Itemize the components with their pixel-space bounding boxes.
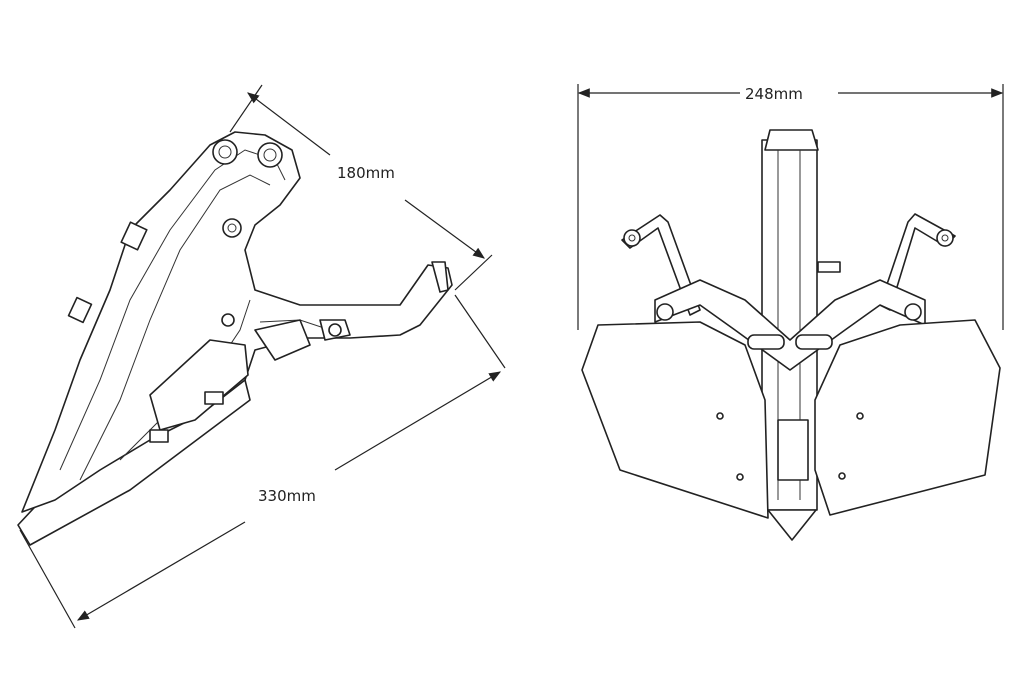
rear-view-part	[581, 129, 1001, 541]
left-plate	[581, 321, 769, 519]
height-label: 180mm	[337, 164, 395, 182]
length-label: 330mm	[258, 487, 316, 505]
height-dimension	[229, 84, 493, 291]
bottom-tip	[767, 509, 817, 541]
right-plate	[814, 319, 1001, 516]
length-dimension	[19, 294, 506, 629]
side-view-part	[17, 131, 453, 546]
width-label: 248mm	[745, 85, 803, 103]
width-dimension	[577, 84, 1004, 330]
main-frame	[21, 131, 453, 513]
